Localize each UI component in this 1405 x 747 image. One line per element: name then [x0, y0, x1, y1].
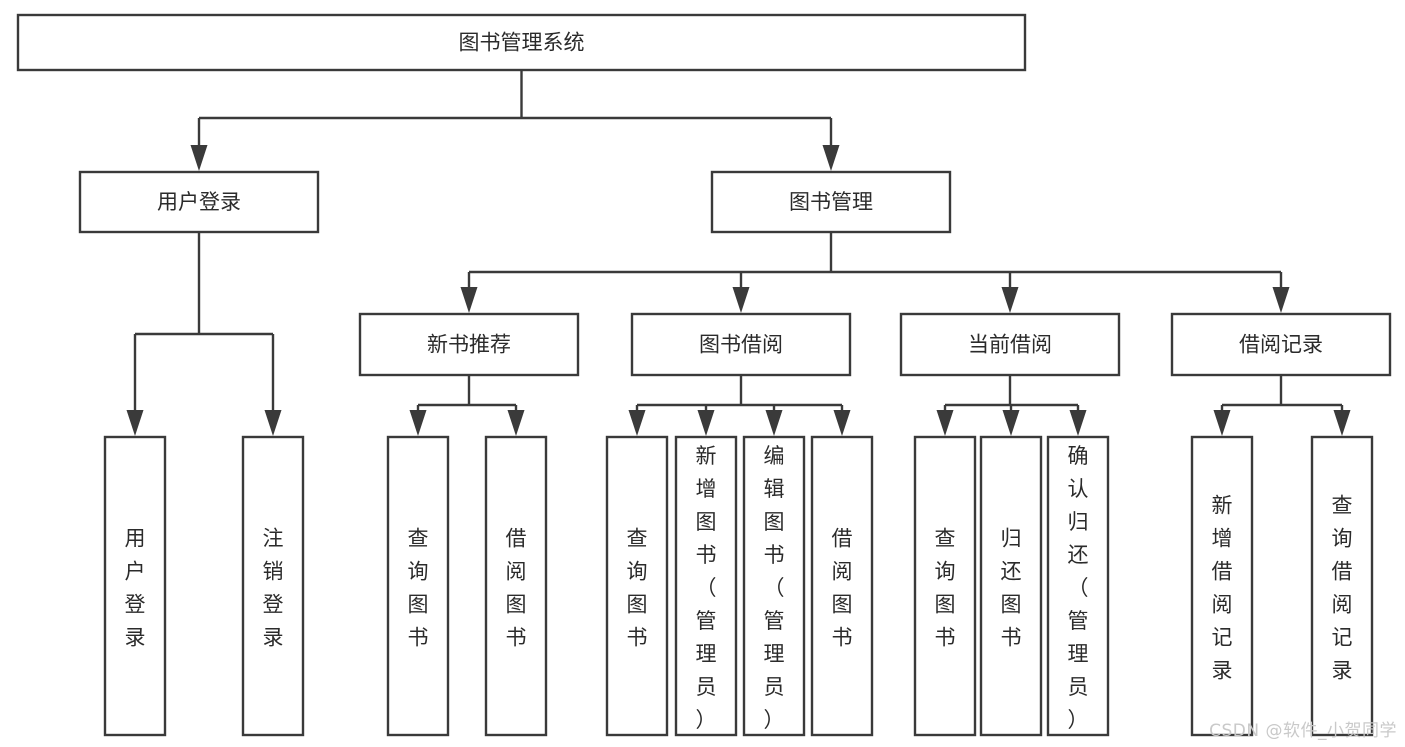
- arrow-head-icon: [822, 145, 840, 171]
- connector-group-book-borrow: [628, 375, 851, 436]
- node-leaf-edit-book[interactable]: 编辑图书（管理员）: [742, 435, 806, 737]
- node-box[interactable]: [358, 312, 580, 377]
- node-box[interactable]: [386, 435, 450, 737]
- node-leaf-return-book[interactable]: 归还图书: [979, 435, 1043, 737]
- node-label: 查询图书: [627, 527, 648, 650]
- arrow-head-icon: [732, 287, 750, 313]
- node-label: 借阅图书: [506, 527, 527, 650]
- arrow-head-icon: [697, 410, 715, 436]
- node-label: 编辑图书（管理员）: [764, 444, 785, 732]
- node-label: 当前借阅: [968, 333, 1052, 357]
- node-box[interactable]: [78, 170, 320, 234]
- connector-group-new-book-rec: [409, 375, 525, 436]
- node-label: 查询图书: [408, 527, 429, 650]
- arrow-head-icon: [1069, 410, 1087, 436]
- arrow-head-icon: [190, 145, 208, 171]
- node-box[interactable]: [1046, 435, 1110, 737]
- connector-group-borrow-record: [1213, 375, 1351, 436]
- node-box[interactable]: [1170, 312, 1392, 377]
- connector-group-user-login: [126, 232, 282, 436]
- node-leaf-user-logout[interactable]: 注销登录: [241, 435, 305, 737]
- arrow-head-icon: [126, 410, 144, 436]
- arrow-head-icon: [628, 410, 646, 436]
- node-book-manage[interactable]: 图书管理: [710, 170, 952, 234]
- node-label: 查询图书: [935, 527, 956, 650]
- node-leaf-user-login[interactable]: 用户登录: [103, 435, 167, 737]
- arrow-head-icon: [833, 410, 851, 436]
- node-label: 图书管理: [789, 190, 873, 214]
- node-label: 新增图书（管理员）: [696, 444, 717, 732]
- node-borrow-record[interactable]: 借阅记录: [1170, 312, 1392, 377]
- node-label: 新增借阅记录: [1212, 494, 1233, 683]
- watermark-text: CSDN @软件_小贺同学: [1209, 721, 1397, 741]
- node-label: 确认归还（管理员）: [1068, 444, 1089, 732]
- arrow-head-icon: [1213, 410, 1231, 436]
- node-root[interactable]: 图书管理系统: [16, 13, 1027, 72]
- node-box[interactable]: [1190, 435, 1254, 737]
- node-user-login[interactable]: 用户登录: [78, 170, 320, 234]
- node-box[interactable]: [674, 435, 738, 737]
- arrow-head-icon: [264, 410, 282, 436]
- node-box[interactable]: [103, 435, 167, 737]
- node-box[interactable]: [913, 435, 977, 737]
- connector-group-root: [190, 70, 840, 171]
- node-book-borrow[interactable]: 图书借阅: [630, 312, 852, 377]
- arrow-head-icon: [1272, 287, 1290, 313]
- node-box[interactable]: [810, 435, 874, 737]
- node-leaf-borrow-book-1[interactable]: 借阅图书: [484, 435, 548, 737]
- node-box[interactable]: [630, 312, 852, 377]
- node-current-borrow[interactable]: 当前借阅: [899, 312, 1121, 377]
- node-box[interactable]: [742, 435, 806, 737]
- node-leaf-query-book-1[interactable]: 查询图书: [386, 435, 450, 737]
- arrow-head-icon: [936, 410, 954, 436]
- node-new-book-rec[interactable]: 新书推荐: [358, 312, 580, 377]
- node-box[interactable]: [605, 435, 669, 737]
- arrow-head-icon: [409, 410, 427, 436]
- node-label: 用户登录: [125, 527, 146, 650]
- node-box[interactable]: [710, 170, 952, 234]
- node-leaf-query-book-3[interactable]: 查询图书: [913, 435, 977, 737]
- node-label: 图书借阅: [699, 333, 783, 357]
- node-box[interactable]: [899, 312, 1121, 377]
- arrow-head-icon: [1001, 287, 1019, 313]
- node-leaf-borrow-book-2[interactable]: 借阅图书: [810, 435, 874, 737]
- node-box[interactable]: [1310, 435, 1374, 737]
- node-leaf-confirm-return[interactable]: 确认归还（管理员）: [1046, 435, 1110, 737]
- connectors-layer: [126, 70, 1351, 436]
- connector-group-book-manage: [460, 232, 1290, 313]
- connector-group-current-borrow: [936, 375, 1087, 436]
- node-leaf-query-record[interactable]: 查询借阅记录: [1310, 435, 1374, 737]
- node-label: 注销登录: [263, 527, 284, 650]
- node-label: 查询借阅记录: [1332, 494, 1353, 683]
- node-leaf-query-book-2[interactable]: 查询图书: [605, 435, 669, 737]
- node-label: 用户登录: [157, 190, 241, 214]
- arrow-head-icon: [1333, 410, 1351, 436]
- node-label: 图书管理系统: [459, 31, 585, 55]
- node-leaf-add-record[interactable]: 新增借阅记录: [1190, 435, 1254, 737]
- arrow-head-icon: [1002, 410, 1020, 436]
- nodes-layer: 图书管理系统用户登录图书管理新书推荐图书借阅当前借阅借阅记录用户登录注销登录查询…: [16, 13, 1392, 737]
- node-box[interactable]: [16, 13, 1027, 72]
- node-box[interactable]: [979, 435, 1043, 737]
- arrow-head-icon: [460, 287, 478, 313]
- node-label: 新书推荐: [427, 333, 511, 357]
- node-label: 借阅记录: [1239, 333, 1323, 357]
- node-label: 归还图书: [1001, 527, 1022, 650]
- node-box[interactable]: [484, 435, 548, 737]
- arrow-head-icon: [765, 410, 783, 436]
- arrow-head-icon: [507, 410, 525, 436]
- node-leaf-add-book[interactable]: 新增图书（管理员）: [674, 435, 738, 737]
- node-label: 借阅图书: [832, 527, 853, 650]
- node-box[interactable]: [241, 435, 305, 737]
